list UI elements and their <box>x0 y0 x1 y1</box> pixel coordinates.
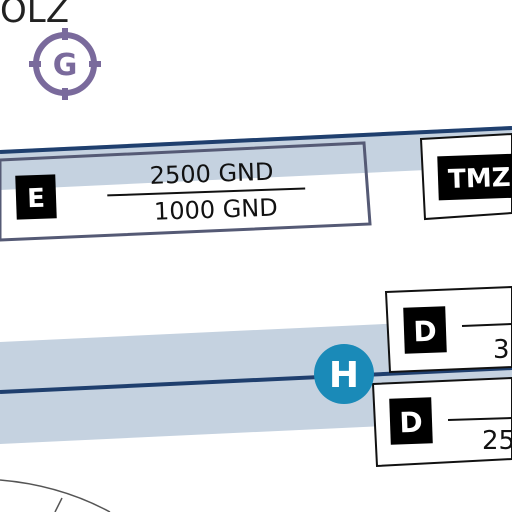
waypoint-name: OLZ <box>0 0 69 31</box>
upper-airspace-band <box>0 126 512 190</box>
class-e-badge <box>15 174 57 220</box>
class-d-letter-lower: D <box>399 406 423 440</box>
airspace-box-e: E 2500 GND 1000 GND <box>0 141 372 242</box>
airspace-box-d-upper: D 3 <box>384 285 512 374</box>
tmz-label: TMZ <box>448 163 511 195</box>
class-d-badge-lower <box>389 397 433 445</box>
waypoint-symbol-letter: G <box>53 48 78 83</box>
lower-limit-text: 1000 GND <box>154 193 279 225</box>
class-d-badge-upper <box>403 306 447 354</box>
tmz-badge <box>437 153 512 201</box>
class-d-letter-upper: D <box>413 315 437 349</box>
terrain-arc <box>0 479 111 512</box>
tmz-box: TMZ <box>419 132 512 221</box>
airspace-box-d-lower: D 25 <box>371 376 512 468</box>
class-e-letter: E <box>27 184 46 215</box>
heliport-letter: H <box>329 355 359 396</box>
value-partial-upper: 3 <box>493 335 510 365</box>
heliport-icon: H <box>314 344 374 404</box>
value-partial-lower: 25 <box>482 426 512 456</box>
waypoint-g-icon: G <box>29 28 101 100</box>
upper-limit-text: 2500 GND <box>149 158 274 190</box>
